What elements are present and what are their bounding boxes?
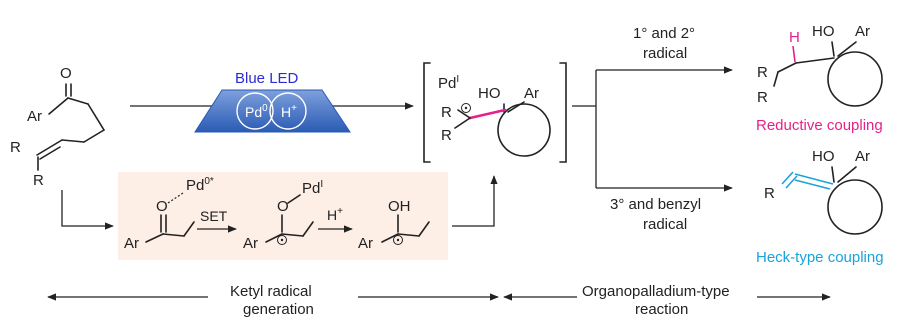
- ketyl-label-line2: generation: [243, 301, 314, 318]
- heck-r: R: [764, 185, 775, 202]
- organopd-label-line2: reaction: [635, 301, 688, 318]
- substrate-molecule: O Ar R R: [10, 65, 105, 189]
- branch-bottom-line2: radical: [643, 216, 687, 233]
- int-r1: R: [441, 104, 452, 121]
- substrate-r1: R: [10, 139, 21, 156]
- s2-ar: Ar: [243, 235, 258, 252]
- set-label: SET: [200, 208, 228, 224]
- branch-bottom-line1: 3° and benzyl: [610, 196, 701, 213]
- s3-ar: Ar: [358, 235, 373, 252]
- pd0-label: Pd0: [245, 103, 268, 120]
- branch-top-line1: 1° and 2°: [633, 25, 695, 42]
- red-r2: R: [757, 89, 768, 106]
- intermediate-molecule: PdI HO Ar R R: [438, 74, 551, 157]
- blue-led-label: Blue LED: [235, 70, 299, 87]
- organopd-label-line1: Organopalladium-type: [582, 283, 730, 300]
- int-pd: PdI: [438, 74, 459, 92]
- h-plus-label: H+: [327, 206, 343, 223]
- ketyl-box: [118, 172, 448, 260]
- product-reductive: H HO Ar R R: [757, 23, 883, 107]
- s2-o: O: [277, 198, 289, 215]
- intermediate-bracket: [423, 62, 567, 163]
- substrate-ar: Ar: [27, 108, 42, 125]
- s1-o: O: [156, 198, 168, 215]
- heck-caption: Heck-type coupling: [756, 249, 884, 266]
- reductive-caption: Reductive coupling: [756, 117, 883, 134]
- red-ar: Ar: [855, 23, 870, 40]
- int-ho: HO: [478, 85, 501, 102]
- heck-ho: HO: [812, 148, 835, 165]
- branch-top-line2: radical: [643, 45, 687, 62]
- red-h: H: [789, 29, 800, 46]
- proton-label: H+: [281, 103, 297, 120]
- substrate-r2: R: [33, 172, 44, 189]
- blue-led-prism: Pd0 H+: [194, 89, 351, 133]
- int-r2: R: [441, 127, 452, 144]
- red-r1: R: [757, 64, 768, 81]
- ketyl-step-1: O Pd0* Ar: [124, 176, 214, 252]
- substrate-o: O: [60, 65, 72, 82]
- ketyl-label-line1: Ketyl radical: [230, 283, 312, 300]
- s3-oh: OH: [388, 198, 411, 215]
- heck-ar: Ar: [855, 148, 870, 165]
- arrow-to-ketyl: [61, 190, 114, 230]
- arrow-to-intermediate: [452, 175, 498, 227]
- ketyl-step-3: OH Ar: [358, 198, 430, 252]
- int-ar: Ar: [524, 85, 539, 102]
- red-ho: HO: [812, 23, 835, 40]
- s1-ar: Ar: [124, 235, 139, 252]
- s1-pd: Pd0*: [186, 176, 214, 194]
- ketyl-step-2: O PdI Ar: [243, 179, 323, 252]
- product-heck: HO Ar R: [764, 148, 883, 235]
- s2-pd: PdI: [302, 179, 323, 197]
